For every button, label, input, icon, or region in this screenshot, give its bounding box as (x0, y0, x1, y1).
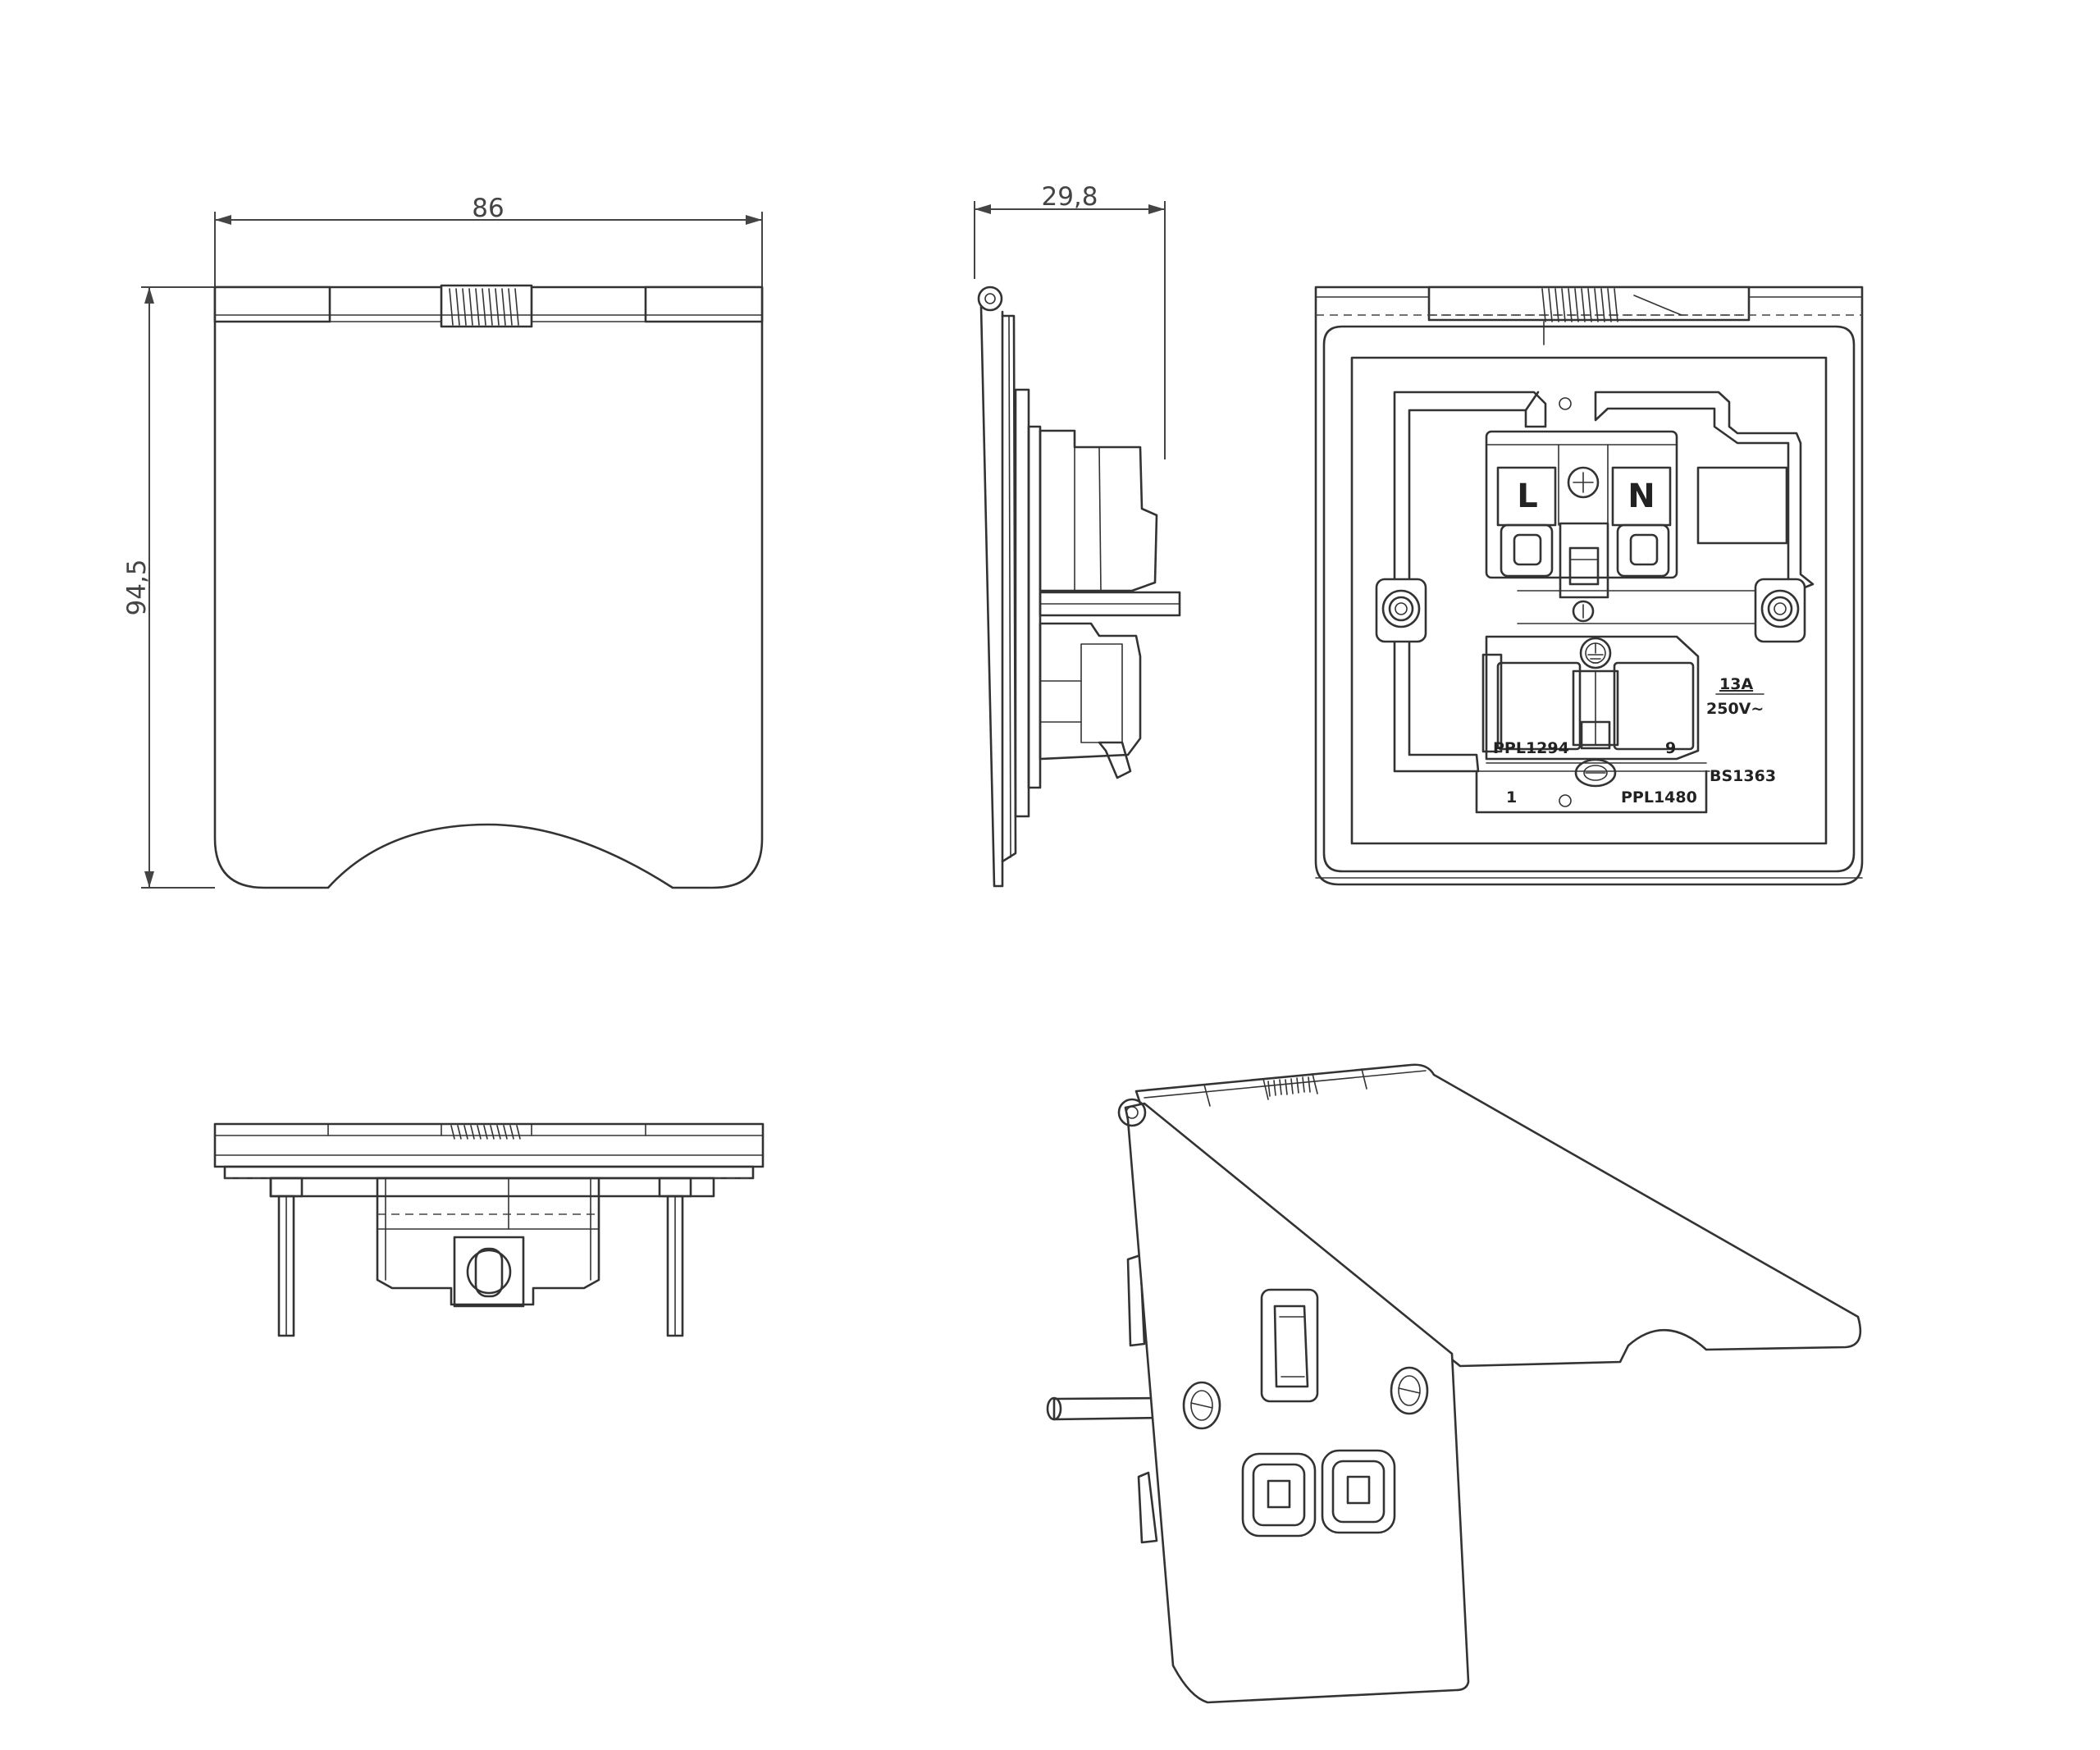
marking-1: 1 (1506, 788, 1517, 806)
rating-voltage: 250V~ (1706, 700, 1764, 718)
live-terminal-label: L (1517, 477, 1538, 515)
iso-open-cover (1134, 1063, 1862, 1368)
marking-ppl1480: PPL1480 (1621, 788, 1697, 806)
side-hinge-knuckle (977, 286, 1003, 312)
iso-left-screw-icon (1182, 1381, 1221, 1430)
cover-outline (213, 286, 764, 889)
dimension-depth-label: 29,8 (1041, 182, 1098, 212)
rear-neutral-terminal: N (1611, 466, 1672, 578)
dimension-width-label: 86 (472, 194, 504, 223)
rear-view: L N (1314, 286, 1864, 886)
top-hinge-spring-icon (450, 1125, 521, 1140)
neutral-terminal-label: N (1628, 477, 1655, 515)
side-terminal-block (1039, 429, 1158, 592)
side-switch-body (1039, 622, 1142, 761)
iso-view (1046, 1063, 1862, 1704)
iso-right-screw-icon (1390, 1366, 1429, 1415)
marking-ppl1294: PPL1294 (1493, 739, 1569, 757)
iso-switch-rocker (1260, 1288, 1319, 1403)
marking-9: 9 (1665, 739, 1676, 757)
rear-left-ear (1375, 578, 1427, 643)
side-view: 29,8 (974, 182, 1181, 888)
iso-socket-left (1241, 1452, 1317, 1538)
rear-mounting-bracket (1393, 391, 1547, 773)
marking-bs1363: BS1363 (1710, 767, 1776, 785)
rear-live-terminal: L (1496, 466, 1557, 578)
hinge-spring-icon (449, 288, 519, 326)
rear-right-ear (1754, 578, 1806, 643)
top-left-post (269, 1177, 304, 1337)
hinge-strip (213, 284, 764, 328)
rear-terminal-housing (1485, 430, 1678, 579)
earth-terminal-icon (1579, 637, 1612, 669)
iso-socket-right (1321, 1449, 1396, 1534)
top-screw-boss (453, 1236, 525, 1308)
dimension-height-label: 94,5 (122, 559, 152, 615)
front-view: 86 94,5 (122, 194, 764, 889)
side-cover (979, 305, 1004, 888)
rear-socket-body (1485, 635, 1700, 761)
iso-rod (1052, 1396, 1166, 1421)
dimension-depth: 29,8 (974, 182, 1166, 459)
rear-outline (1314, 286, 1864, 886)
rear-hinge-spring-icon (1541, 288, 1618, 322)
iso-hinge-spring-icon (1267, 1076, 1311, 1097)
top-view (213, 1122, 765, 1337)
rear-center-screw-icon (1567, 466, 1600, 499)
iso-face-plate (1124, 1102, 1470, 1704)
top-right-post (658, 1177, 692, 1337)
top-cover (213, 1122, 765, 1168)
dimension-width: 86 (214, 194, 763, 287)
rating-current: 13A (1719, 675, 1753, 693)
rear-bottom-screw-icon (1574, 758, 1617, 788)
dimension-height: 94,5 (122, 286, 215, 889)
top-body (376, 1177, 600, 1306)
iso-hinge-knuckle (1117, 1098, 1147, 1127)
